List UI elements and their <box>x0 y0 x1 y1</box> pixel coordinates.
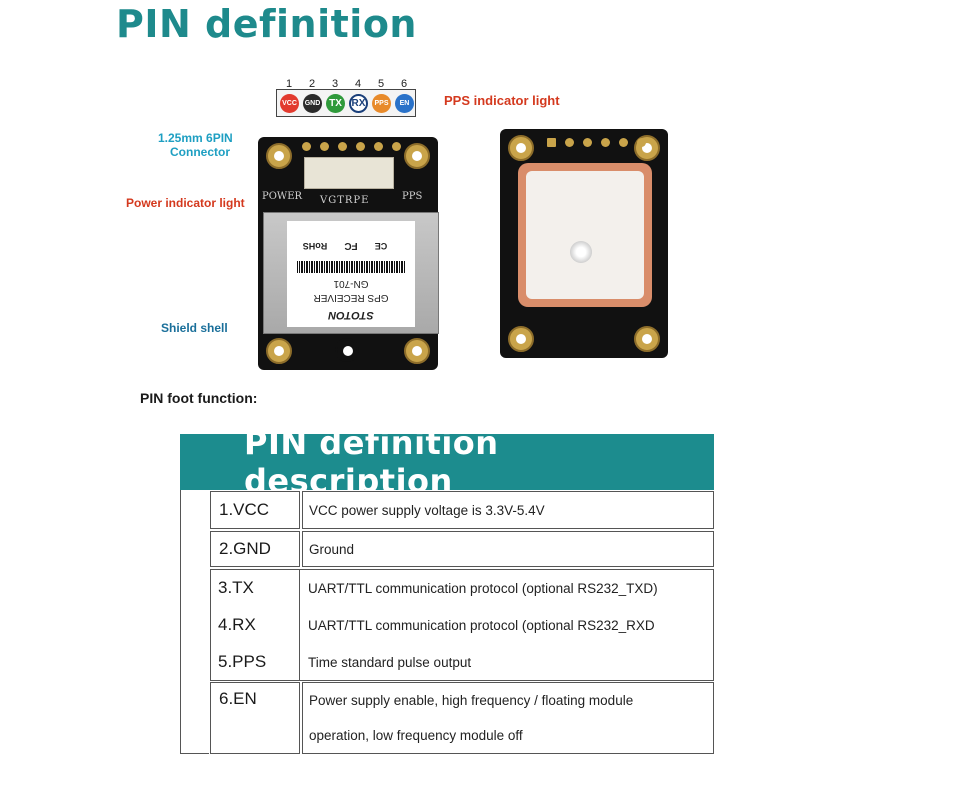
solder-pad <box>637 138 646 147</box>
pin-number-1: 1 <box>285 78 293 90</box>
solder-pad <box>320 142 329 151</box>
mount-hole <box>508 326 534 352</box>
pin-name: 4.RX <box>210 606 300 644</box>
silk-pps: PPS <box>402 191 423 202</box>
pin-description: Ground <box>302 531 714 567</box>
mount-hole <box>634 326 660 352</box>
shield-callout: Shield shell <box>161 321 228 335</box>
pin-name: 1.VCC <box>210 491 300 529</box>
mount-hole <box>404 143 430 169</box>
table-row: 1.VCC VCC power supply voltage is 3.3V-5… <box>210 491 714 529</box>
pin-description: VCC power supply voltage is 3.3V-5.4V <box>302 491 714 529</box>
pin-description: UART/TTL communication protocol (optiona… <box>308 617 655 633</box>
pin-name: 3.TX <box>210 569 300 607</box>
connector-callout-line2: Connector <box>170 145 230 159</box>
mount-hole <box>266 143 292 169</box>
ceramic-antenna <box>518 163 652 307</box>
silk-power: POWER <box>262 191 303 202</box>
pin-description-table: PIN definition description 1.VCC VCC pow… <box>180 424 714 754</box>
pin-description: Time standard pulse output <box>308 654 472 670</box>
sticker-model: GN-701 <box>333 278 369 289</box>
connector-callout-line1: 1.25mm 6PIN <box>158 131 233 145</box>
table-row-group <box>210 569 714 681</box>
solder-pad <box>392 142 401 151</box>
antenna-feed-point <box>570 241 592 263</box>
pin-description: UART/TTL communication protocol (optiona… <box>308 580 658 596</box>
power-indicator-callout: Power indicator light <box>126 196 245 210</box>
solder-pad <box>601 138 610 147</box>
page-title: PIN definition <box>116 2 417 46</box>
pin-number-5: 5 <box>377 78 385 90</box>
table-row: 5.PPS Time standard pulse output <box>210 643 714 681</box>
pin-description-line2: operation, low frequency module off <box>309 728 523 743</box>
table-row: 6.EN Power supply enable, high frequency… <box>210 682 714 754</box>
solder-pad <box>338 142 347 151</box>
sticker-product: GPS RECEIVER <box>313 292 389 303</box>
pin-number-6: 6 <box>400 78 408 90</box>
mount-hole <box>634 135 660 161</box>
sticker-rohs: RoHS <box>302 241 328 251</box>
antenna-patch <box>526 171 644 299</box>
solder-pad <box>583 138 592 147</box>
pin-dot-en: EN <box>395 94 414 113</box>
pin-strip: VCC GND TX RX PPS EN <box>276 89 416 117</box>
solder-pad <box>565 138 574 147</box>
product-sticker: STOTON GPS RECEIVER GN-701 CE FC RoHS <box>287 221 415 327</box>
barcode <box>297 261 405 273</box>
pps-indicator-callout: PPS indicator light <box>444 93 560 108</box>
mount-hole <box>404 338 430 364</box>
table-row: 3.TX UART/TTL communication protocol (op… <box>210 569 714 607</box>
pin-description-line1: Power supply enable, high frequency / fl… <box>309 693 634 708</box>
solder-pad <box>302 142 311 151</box>
table-row: 2.GND Ground <box>210 531 714 567</box>
pin-foot-heading: PIN foot function: <box>140 390 258 406</box>
solder-pad <box>619 138 628 147</box>
pin-dot-pps: PPS <box>372 94 391 113</box>
table-left-column <box>180 490 209 754</box>
solder-pad <box>547 138 556 147</box>
shield-shell: STOTON GPS RECEIVER GN-701 CE FC RoHS <box>263 212 439 334</box>
pin-name: 2.GND <box>210 531 300 567</box>
mount-hole <box>266 338 292 364</box>
pin-description: Power supply enable, high frequency / fl… <box>302 682 714 754</box>
silk-pin-letters: VGTRPE <box>320 195 370 206</box>
pin-number-2: 2 <box>308 78 316 90</box>
table-row: 4.RX UART/TTL communication protocol (op… <box>210 606 714 644</box>
mount-hole <box>508 135 534 161</box>
pin-dot-gnd: GND <box>303 94 322 113</box>
jst-connector <box>304 157 394 189</box>
pin-dot-tx: TX <box>326 94 345 113</box>
center-hole <box>335 338 359 362</box>
sticker-brand: STOTON <box>328 309 374 321</box>
table-header: PIN definition description <box>180 424 714 500</box>
pin-number-3: 3 <box>331 78 339 90</box>
pin-dot-rx: RX <box>349 94 368 113</box>
pin-name: 6.EN <box>210 682 300 754</box>
pin-name: 5.PPS <box>210 643 300 681</box>
solder-pad <box>356 142 365 151</box>
pin-number-4: 4 <box>354 78 362 90</box>
solder-pad <box>374 142 383 151</box>
pin-numbers: 1 2 3 4 5 6 <box>278 78 414 90</box>
pin-dot-vcc: VCC <box>280 94 299 113</box>
